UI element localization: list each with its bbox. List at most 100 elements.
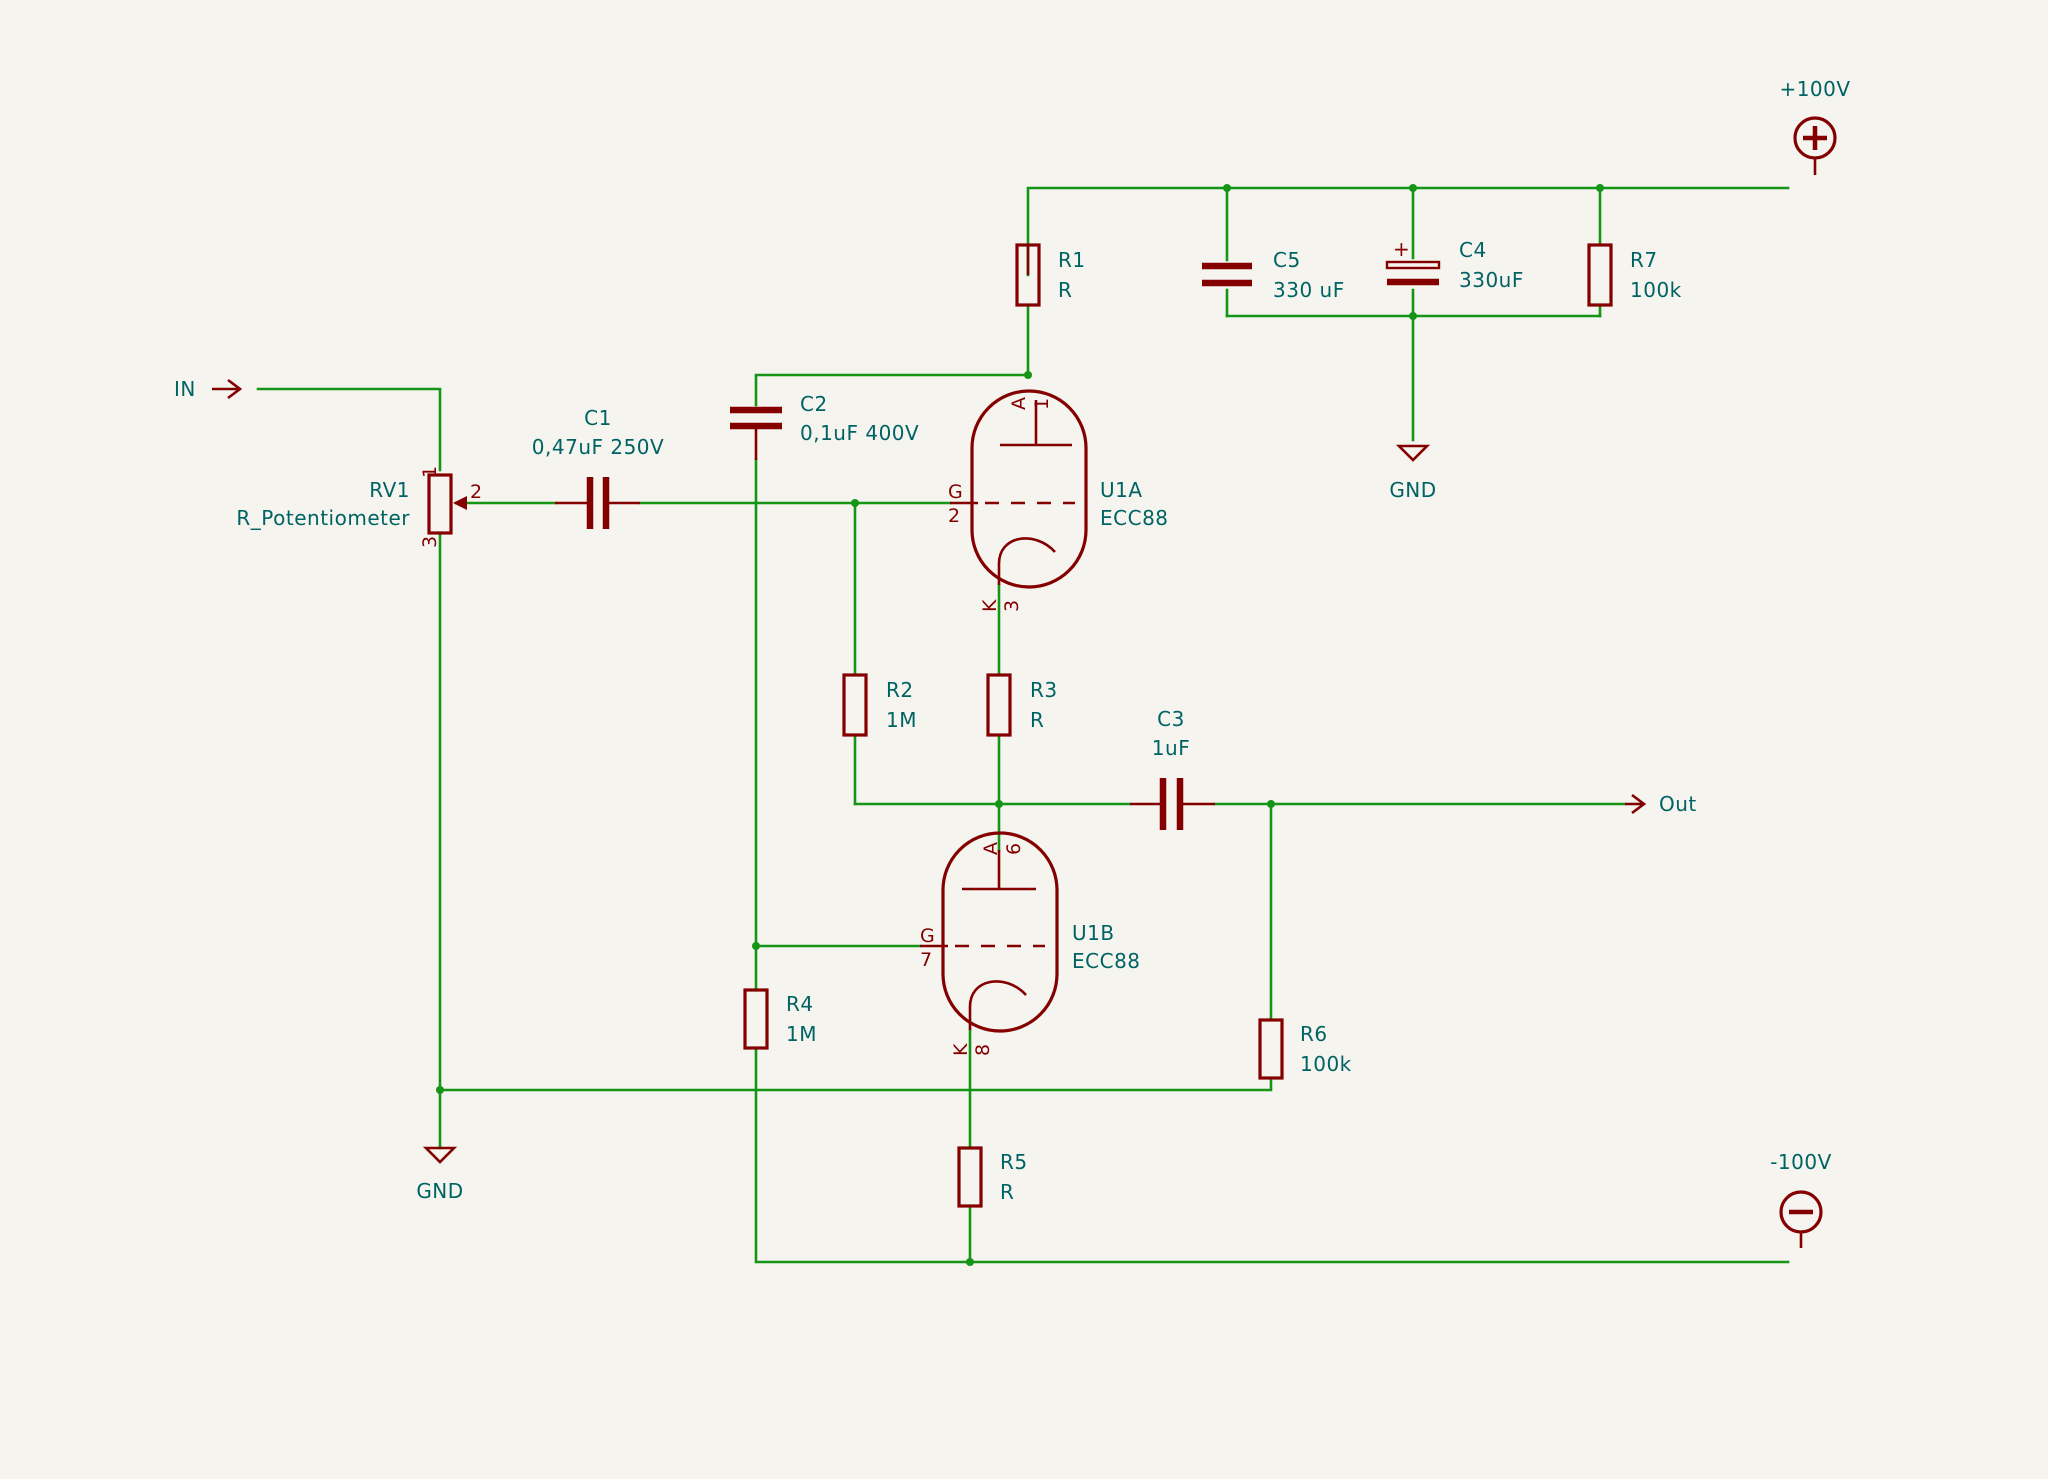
power-vminus[interactable]: -100V [1770,1150,1832,1248]
wire-c2-top [754,373,1030,407]
resistor-r6[interactable]: R6 100k [1258,1018,1352,1080]
c4-value: 330uF [1459,268,1524,292]
r1-value: R [1058,278,1072,302]
vplus-label: +100V [1779,77,1850,101]
u1b-value: ECC88 [1072,949,1141,973]
gnd2-label: GND [416,1179,463,1203]
ground-icon [1395,444,1431,462]
u1a-pin-a: A [1008,397,1030,410]
u1a-envelope [970,389,1088,589]
wires [256,186,1790,1264]
junctions [436,184,1604,1266]
capacitor-c1[interactable]: C1 0,47uF 250V [532,406,664,529]
wire-input [256,387,442,472]
triode-u1b[interactable]: A 6 G 7 K 8 U1B ECC88 [920,831,1141,1056]
resistor-r2[interactable]: R2 1M [842,673,917,737]
power-gnd-2[interactable]: GND [416,1146,463,1203]
output-arrow-icon [1625,793,1647,815]
junction-c5-rail [1223,184,1231,192]
resistor-r1[interactable]: R1 R [1015,243,1086,307]
minus-circle-icon [1779,1190,1823,1234]
u1b-pin-6: 6 [1003,843,1025,855]
input-label: IN [174,377,196,401]
resistor-r5[interactable]: R5 R [957,1146,1028,1208]
c2-ref: C2 [800,392,828,416]
junction-out [1267,800,1275,808]
u1a-ref: U1A [1100,478,1143,502]
input-arrow-icon [212,378,243,400]
c5-value: 330 uF [1273,278,1345,302]
wiper-arrow [453,496,467,510]
capacitor-c4[interactable]: + C4 330uF [1385,237,1524,292]
gnd1-label: GND [1389,478,1436,502]
rv1-pin2: 2 [470,481,482,503]
r4-ref: R4 [786,992,814,1016]
port-output[interactable]: Out [1625,792,1697,816]
r2-ref: R2 [886,678,914,702]
r2-value: 1M [886,708,917,732]
c1-value: 0,47uF 250V [532,435,664,459]
r5-value: R [1000,1180,1014,1204]
r7-ref: R7 [1630,248,1658,272]
junction-c4-gnd [1409,312,1417,320]
junction-r7-rail [1596,184,1604,192]
r7-value: 100k [1630,278,1682,302]
port-input[interactable]: IN [174,377,243,401]
r6-ref: R6 [1300,1022,1328,1046]
u1b-envelope [941,831,1059,1033]
power-vplus[interactable]: +100V [1779,77,1850,175]
junction-grid-r2 [851,499,859,507]
rv1-pin1: 1 [419,466,441,478]
r1-ref: R1 [1058,248,1086,272]
u1a-pin-k: K [979,599,1001,612]
rv1-ref: RV1 [369,478,410,502]
resistor-r7[interactable]: R7 100k [1587,243,1682,307]
junction-anode-u1a [1024,371,1032,379]
u1a-pin-1: 1 [1031,398,1053,410]
u1a-pin-3: 3 [1001,600,1023,612]
u1b-pin-7: 7 [920,949,932,971]
r3-ref: R3 [1030,678,1058,702]
junction-grid-u1b [752,942,760,950]
u1b-pin-a: A [980,842,1002,855]
u1b-pin-8: 8 [972,1044,994,1056]
output-label: Out [1659,792,1697,816]
ground-icon [422,1146,458,1164]
wire-r4-bottom [754,1046,1790,1264]
c3-ref: C3 [1157,707,1185,731]
c1-ref: C1 [584,406,612,430]
vminus-label: -100V [1770,1150,1832,1174]
u1b-ref: U1B [1072,921,1115,945]
u1b-pin-k: K [950,1043,972,1056]
c4-ref: C4 [1459,238,1487,262]
potentiometer-rv1[interactable]: 1 2 3 RV1 R_Potentiometer [236,466,482,548]
capacitor-c3[interactable]: C3 1uF [1130,707,1215,830]
junction-mid-node [995,800,1003,808]
r5-ref: R5 [1000,1150,1028,1174]
u1a-pin-2: 2 [948,505,960,527]
plus-circle-icon [1793,116,1837,160]
c3-value: 1uF [1152,736,1190,760]
junction-r5-rail [966,1258,974,1266]
r3-value: R [1030,708,1044,732]
c2-value: 0,1uF 400V [800,421,919,445]
rv1-value: R_Potentiometer [236,506,410,530]
triode-u1a[interactable]: A 1 G 2 K 3 U1A ECC88 [948,389,1169,612]
u1b-pin-g: G [920,925,935,947]
r6-value: 100k [1300,1052,1352,1076]
rv1-pin3: 3 [419,536,441,548]
u1b-cathode [968,980,1027,1030]
power-gnd-1[interactable]: GND [1389,444,1436,502]
c5-ref: C5 [1273,248,1301,272]
c4-polarity: + [1393,237,1410,261]
capacitor-c5[interactable]: C5 330 uF [1202,248,1345,302]
junction-gnd-bus [436,1086,444,1094]
junction-c4-rail [1409,184,1417,192]
resistor-r3[interactable]: R3 R [986,673,1058,737]
resistor-r4[interactable]: R4 1M [743,988,817,1050]
wire-gnd-bus [438,1076,1273,1092]
capacitor-c2[interactable]: C2 0,1uF 400V [730,392,919,460]
u1a-cathode [997,537,1056,585]
u1a-pin-g: G [948,481,963,503]
